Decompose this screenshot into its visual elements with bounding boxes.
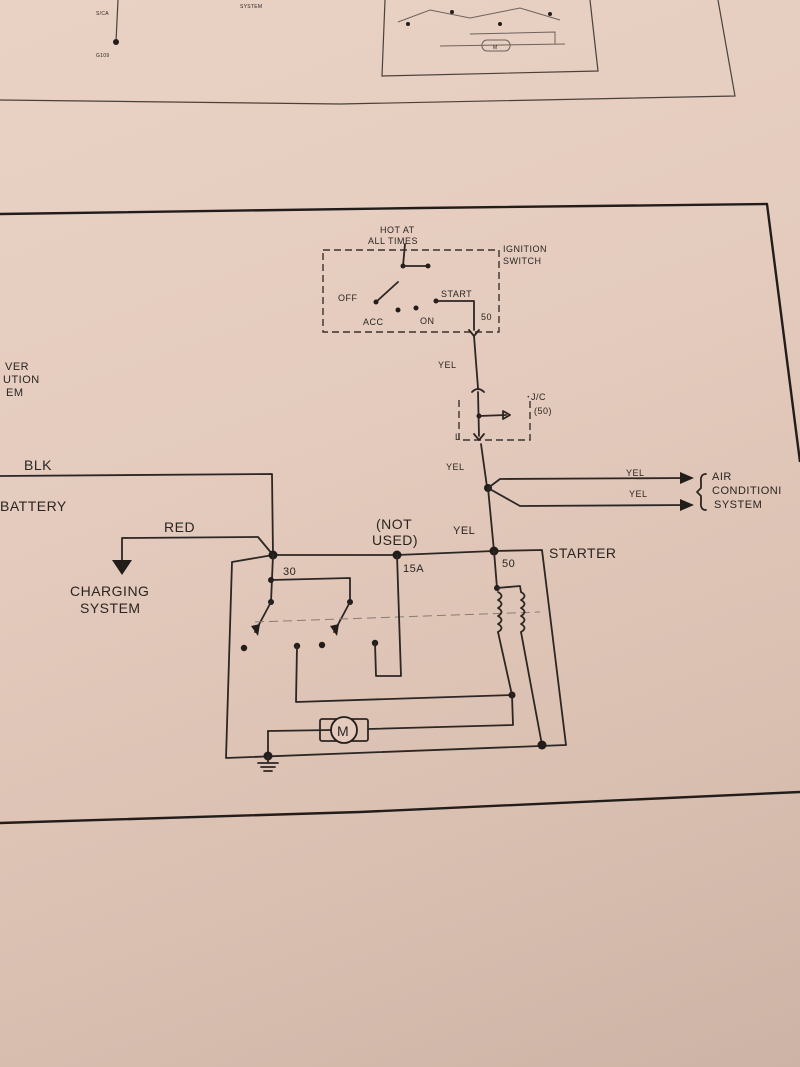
air-conditioning-branch: YEL YEL AIR CONDITIONI SYSTEM (487, 468, 782, 511)
top-motor-symbol: M (493, 45, 497, 51)
charging-arrow (112, 560, 132, 575)
ac-system-label-line1: AIR (712, 471, 732, 483)
starter-label: STARTER (549, 545, 617, 561)
wire-color-yel-ac1: YEL (626, 468, 645, 478)
wire-color-yel-1: YEL (438, 360, 457, 370)
hot-at-all-times-line2: ALL TIMES (368, 236, 418, 246)
terminal-30-label: 30 (283, 566, 296, 578)
top-small-label-2: SYSTEM (240, 4, 262, 10)
ignition-switch: HOT AT ALL TIMES IGNITION SWITCH OFF ACC… (322, 225, 547, 337)
wire-color-yel-2: YEL (446, 462, 465, 472)
main-diagram-border-bottom (0, 790, 800, 825)
motor-label: M (337, 723, 349, 739)
switch-pos-start: START (441, 289, 472, 299)
switch-pos-acc: ACC (363, 317, 384, 327)
ac-system-label-line2: CONDITIONI (712, 485, 782, 497)
hot-at-all-times-line1: HOT AT (380, 225, 415, 235)
main-diagram-border-top (0, 202, 800, 463)
wire-color-yel-3: YEL (453, 525, 475, 537)
power-distribution-line2: UTION (3, 374, 40, 386)
charging-system-line1: CHARGING (70, 583, 149, 599)
ac-system-label-line3: SYSTEM (714, 499, 762, 511)
terminal-15a-label: 15A (403, 563, 424, 575)
jc-label-l: L (455, 432, 461, 442)
not-used-line2: USED) (372, 532, 418, 548)
top-small-label-1: S/CA (96, 11, 109, 17)
previous-diagram-fragment: S/CA SYSTEM G109 M (0, 0, 736, 105)
ignition-switch-box (322, 249, 500, 333)
motor-symbol (330, 716, 358, 744)
ground-icon (257, 755, 279, 772)
junction-connector: J/C (50) L (455, 388, 552, 442)
ignition-switch-line1: IGNITION (503, 244, 547, 254)
ignition-switch-line2: SWITCH (503, 256, 542, 266)
battery-label: BATTERY (0, 498, 67, 514)
ignition-pin-50: 50 (481, 312, 492, 322)
charging-system-line2: SYSTEM (80, 600, 141, 616)
power-distribution-line3: EM (6, 387, 24, 399)
wire-color-blk: BLK (24, 457, 52, 473)
power-distribution-line1: VER (5, 361, 29, 373)
starter-assembly: 30 15A 50 STARTER (225, 545, 617, 772)
jc-label-line1: J/C (531, 392, 546, 402)
switch-pos-off: OFF (338, 293, 358, 303)
wire-color-red: RED (164, 519, 195, 535)
wire-color-yel-ac2: YEL (629, 489, 648, 499)
jc-label-line2: (50) (534, 406, 552, 416)
terminal-50-label: 50 (502, 558, 515, 570)
top-small-label-3: G109 (96, 53, 109, 59)
not-used-line1: (NOT (376, 516, 412, 532)
switch-pos-on: ON (420, 316, 435, 326)
